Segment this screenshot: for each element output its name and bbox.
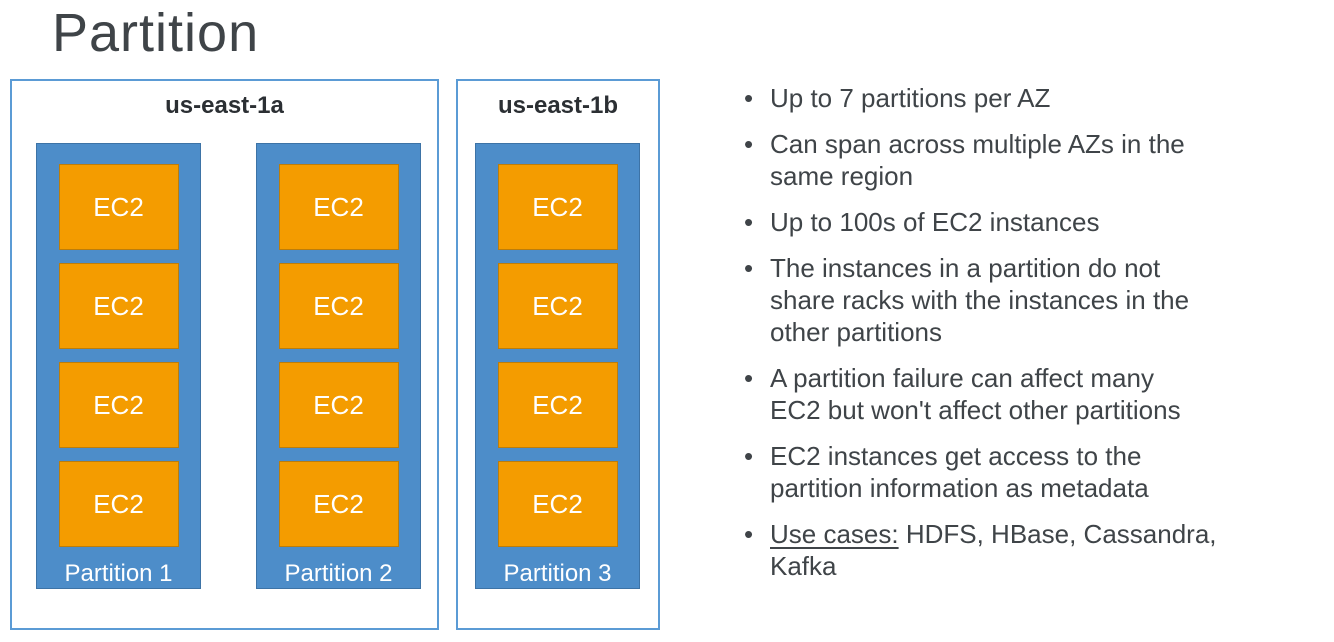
ec2-instance: EC2 xyxy=(278,164,399,250)
ec2-instance: EC2 xyxy=(58,461,179,547)
bullet-text: A partition failure can affect many EC2 … xyxy=(770,363,1181,425)
bullet-item: EC2 instances get access to the partitio… xyxy=(730,440,1320,504)
ec2-instance: EC2 xyxy=(497,263,618,349)
bullet-text: Can span across multiple AZs in the same… xyxy=(770,129,1185,191)
ec2-instance: EC2 xyxy=(58,263,179,349)
partition-label: Partition 3 xyxy=(503,560,612,587)
ec2-instance: EC2 xyxy=(278,362,399,448)
bullet-item: A partition failure can affect many EC2 … xyxy=(730,362,1320,426)
ec2-instance: EC2 xyxy=(497,362,618,448)
az-label: us-east-1a xyxy=(165,92,284,119)
bullet-item: Up to 100s of EC2 instances xyxy=(730,206,1320,238)
partition-label: Partition 2 xyxy=(284,560,393,587)
az-box-us-east-1a: us-east-1a EC2 EC2 EC2 EC2 Partition 1 E… xyxy=(10,79,439,630)
page-title: Partition xyxy=(52,3,260,63)
bullet-text: Up to 7 partitions per AZ xyxy=(770,83,1051,113)
bullet-item: Up to 7 partitions per AZ xyxy=(730,82,1320,114)
partition-label: Partition 1 xyxy=(64,560,173,587)
ec2-instance: EC2 xyxy=(278,461,399,547)
partition-column-2: EC2 EC2 EC2 EC2 Partition 2 xyxy=(256,143,421,589)
bullet-item: The instances in a partition do not shar… xyxy=(730,252,1320,348)
ec2-instance: EC2 xyxy=(278,263,399,349)
az-box-us-east-1b: us-east-1b EC2 EC2 EC2 EC2 Partition 3 xyxy=(456,79,660,630)
use-cases-label: Use cases: xyxy=(770,519,899,549)
bullet-text: The instances in a partition do not shar… xyxy=(770,253,1190,347)
bullet-text: Up to 100s of EC2 instances xyxy=(770,207,1100,237)
ec2-instance: EC2 xyxy=(58,164,179,250)
bullet-item: Can span across multiple AZs in the same… xyxy=(730,128,1320,192)
bullet-text: EC2 instances get access to the partitio… xyxy=(770,441,1149,503)
ec2-instance: EC2 xyxy=(58,362,179,448)
ec2-instance: EC2 xyxy=(497,164,618,250)
bullet-item-use-cases: Use cases: HDFS, HBase, Cassandra, Kafka xyxy=(730,518,1320,582)
use-cases-text: HDFS, HBase, Cassandra, Kafka xyxy=(770,519,1217,581)
partition-column-3: EC2 EC2 EC2 EC2 Partition 3 xyxy=(475,143,640,589)
az-label: us-east-1b xyxy=(497,92,619,119)
bullet-list: Up to 7 partitions per AZ Can span acros… xyxy=(730,82,1320,596)
ec2-instance: EC2 xyxy=(497,461,618,547)
partition-column-1: EC2 EC2 EC2 EC2 Partition 1 xyxy=(36,143,201,589)
